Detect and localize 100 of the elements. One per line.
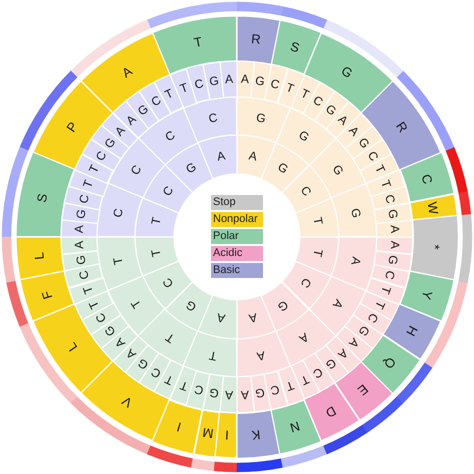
amino-acid-segment xyxy=(400,152,454,203)
base-letter: T xyxy=(311,248,324,258)
base-letter: C xyxy=(383,192,398,204)
base-letter: G xyxy=(74,208,88,220)
base-letter: T xyxy=(149,216,163,226)
base-letter: T xyxy=(129,298,144,311)
base-letter: C xyxy=(76,270,91,282)
amino-acid-letter: P xyxy=(64,119,80,134)
base-letter: G xyxy=(297,128,312,144)
base-letter: A xyxy=(224,388,234,401)
base-letter: T xyxy=(163,330,176,345)
amino-acid-letter: S xyxy=(35,192,50,204)
base-letter: C xyxy=(208,112,219,126)
base-letter: G xyxy=(254,386,266,400)
amino-acid-segment xyxy=(237,16,280,64)
amino-acid-letter: Q xyxy=(382,354,399,371)
base-letter: T xyxy=(87,298,102,310)
base-letter: A xyxy=(248,149,258,163)
base-letter: C xyxy=(76,192,91,204)
base-letter: C xyxy=(160,184,176,198)
base-letter: A xyxy=(73,224,86,234)
base-letter: C xyxy=(365,311,380,325)
amino-acid-letter: H xyxy=(404,323,420,338)
amino-acid-letter: S xyxy=(288,40,301,54)
amino-acid-letter: I xyxy=(225,428,230,442)
base-letter: G xyxy=(74,254,88,266)
base-letter: T xyxy=(372,164,387,176)
base-letter: G xyxy=(208,74,220,88)
base-letter: C xyxy=(298,184,313,198)
base-letter: T xyxy=(112,256,125,266)
base-letter: G xyxy=(102,324,118,338)
base-letter: A xyxy=(256,349,266,362)
base-letter: A xyxy=(388,240,401,250)
base-letter: A xyxy=(216,149,226,163)
base-letter: A xyxy=(349,256,362,266)
base-letter: G xyxy=(276,160,290,176)
amino-acid-segment xyxy=(215,412,237,458)
codon-base-segment xyxy=(198,295,237,339)
base-letter: G xyxy=(386,254,400,266)
amino-acid-letter: F xyxy=(40,288,54,300)
amino-acid-letter: W xyxy=(426,200,441,215)
codon-base-segment xyxy=(366,170,406,196)
codon-base-segment xyxy=(264,370,288,410)
amino-acid-letter: C xyxy=(419,172,435,186)
base-letter: T xyxy=(298,87,310,102)
base-letter: A xyxy=(240,388,250,401)
amino-acid-letter: K xyxy=(252,428,262,442)
codon-base-segment xyxy=(135,237,179,276)
amino-acid-segment xyxy=(237,410,280,458)
codon-base-segment xyxy=(295,237,339,276)
base-letter: G xyxy=(102,136,118,150)
amino-acid-letter: D xyxy=(323,404,338,420)
codon-base-segment xyxy=(237,135,276,179)
base-letter: T xyxy=(372,298,387,310)
base-letter: G xyxy=(254,74,266,88)
base-letter: C xyxy=(129,162,144,177)
amino-acid-segment xyxy=(410,215,458,280)
base-letter: T xyxy=(149,248,163,258)
amino-acid-segment xyxy=(80,32,170,113)
base-letter: T xyxy=(284,378,296,393)
amino-acid-segment xyxy=(361,80,442,170)
base-letter: C xyxy=(311,94,325,109)
base-letter: C xyxy=(270,76,282,91)
legend-label: Acidic xyxy=(213,247,242,260)
codon-base-segment xyxy=(135,198,179,237)
legend-label: Basic xyxy=(213,264,240,277)
base-letter: T xyxy=(311,216,324,226)
base-letter: T xyxy=(164,87,176,102)
base-letter: T xyxy=(284,81,296,96)
amino-acid-segment xyxy=(16,237,64,280)
base-letter: G xyxy=(184,160,198,176)
amino-acid-letter: R xyxy=(394,119,410,134)
base-letter: T xyxy=(208,349,218,362)
base-letter: A xyxy=(298,330,311,345)
codon-base-segment xyxy=(237,61,254,98)
base-letter: G xyxy=(254,112,266,126)
base-letter: T xyxy=(378,178,393,190)
base-letter: C xyxy=(148,365,163,380)
base-letter: G xyxy=(324,102,338,118)
amino-acid-letter: L xyxy=(64,340,80,354)
base-letter: C xyxy=(160,276,176,290)
base-letter: C xyxy=(311,365,325,380)
legend-label: Polar xyxy=(213,230,239,243)
base-letter: T xyxy=(81,178,96,190)
base-letter: A xyxy=(240,73,250,86)
base-letter: A xyxy=(73,240,86,250)
base-letter: G xyxy=(136,102,150,118)
base-letter: C xyxy=(192,383,204,398)
base-letter: C xyxy=(192,76,204,91)
amino-acid-letter: N xyxy=(288,419,301,435)
base-letter: G xyxy=(356,324,372,338)
amino-acid-segment xyxy=(20,271,74,322)
amino-acid-letter: G xyxy=(339,64,356,80)
base-letter: C xyxy=(298,276,313,290)
base-letter: G xyxy=(356,136,372,150)
base-letter: G xyxy=(136,356,150,372)
amino-acid-segment xyxy=(152,16,237,74)
amino-acid-letter: E xyxy=(355,382,370,398)
amino-acid-segment xyxy=(410,194,457,220)
amino-acid-letter: A xyxy=(119,64,134,80)
